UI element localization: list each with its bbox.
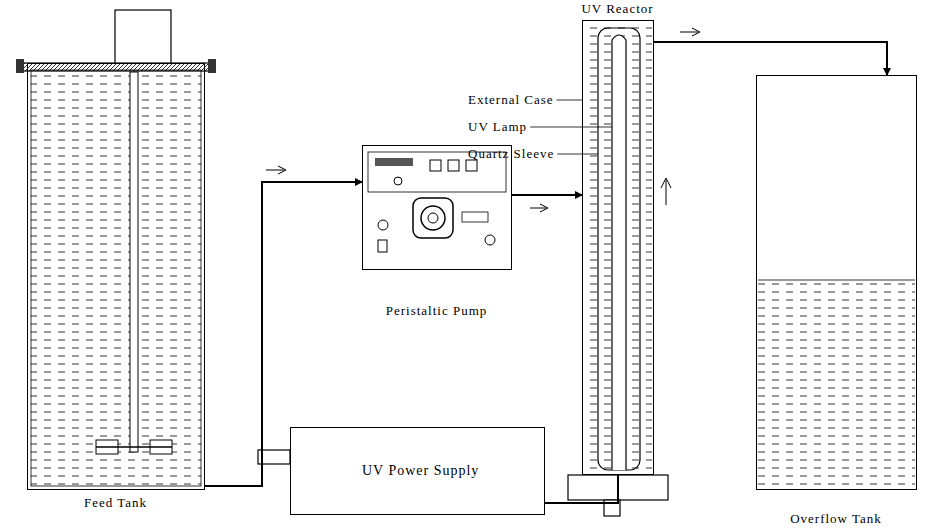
pipe-connector [654,42,887,75]
node-caption: UV Reactor [581,1,653,17]
pipe-connector [512,194,582,196]
node-caption: Feed Tank [84,495,147,511]
leader-line [557,100,583,101]
part-label: External Case [468,92,554,108]
part-label: Quartz Sleeve [468,146,554,162]
node-caption: Overflow Tank [790,511,882,527]
node-caption: Peristaltic Pump [386,303,488,319]
pipe-connector [205,182,362,486]
part-label: UV Lamp [468,119,527,135]
pipe-connector [545,475,618,503]
overflow-tank: Overflow Tank [756,75,917,490]
uv-reactor: UV Reactor [582,20,654,475]
feed-tank: Feed Tank [27,63,205,490]
peristaltic-pump: Peristaltic Pump [362,145,512,270]
leader-line [557,154,598,155]
power-supply-box: UV Power Supply [290,427,545,515]
node-caption: UV Power Supply [362,463,479,479]
leader-line [530,127,612,128]
